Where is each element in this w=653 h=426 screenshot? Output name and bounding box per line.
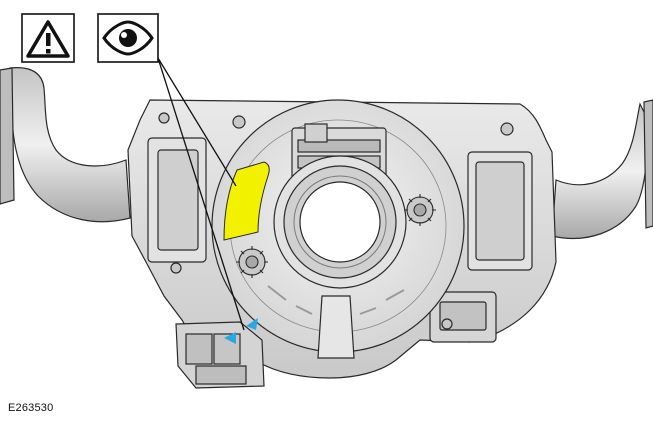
connector-block (175, 321, 265, 389)
leader-lines (157, 57, 245, 331)
highlight-segment (223, 161, 270, 241)
figure-code: E263530 (8, 402, 54, 414)
right-gear (404, 194, 436, 226)
clockspring-ring (211, 99, 465, 359)
left-gear (236, 246, 268, 278)
warning-icon (21, 13, 75, 63)
right-stalk (551, 99, 653, 240)
alignment-arrow-left (224, 332, 236, 344)
alignment-arrow-right (246, 318, 258, 330)
eye-icon (97, 13, 159, 63)
left-stalk (0, 67, 131, 223)
